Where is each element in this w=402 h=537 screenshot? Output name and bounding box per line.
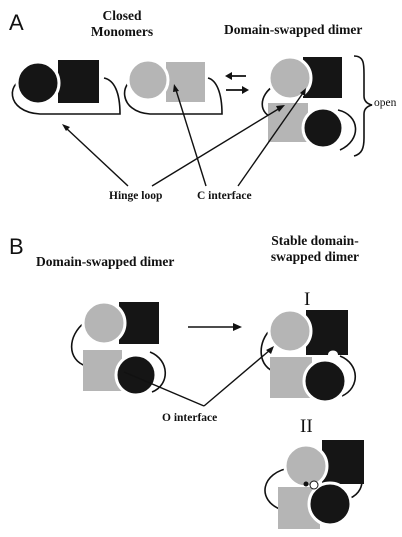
dark-square-domain <box>58 60 99 103</box>
transition-arrow <box>188 323 242 331</box>
dark-circle-domain <box>15 60 61 106</box>
dark-circle-domain <box>307 481 353 527</box>
light-square-domain <box>270 357 312 398</box>
domain-swapped-dimer-a <box>261 55 357 151</box>
light-square-domain <box>166 62 205 102</box>
hinge-loop-label: Hinge loop <box>109 190 163 202</box>
panel-a-letter: A <box>9 10 24 35</box>
pointer-lines-b <box>123 346 274 407</box>
pointer-lines-a <box>62 84 306 187</box>
light-circle-domain <box>126 58 170 102</box>
domain-swapped-dimer-b-label: Domain-swapped dimer <box>36 254 175 269</box>
dark-square-domain <box>322 440 364 484</box>
domain-swapped-dimer-b <box>70 300 166 397</box>
stable-dimer-one <box>260 308 356 404</box>
closed-monomer-dark <box>11 60 121 115</box>
closed-monomer-light <box>123 58 223 115</box>
c-interface-label: C interface <box>197 190 252 202</box>
domain-swapped-dimer-label: Domain-swapped dimer <box>224 22 363 37</box>
open-label: open <box>374 97 397 109</box>
dark-circle-domain <box>302 358 348 404</box>
open-brace <box>353 55 373 157</box>
stable-dimer-label: Stable domain- swapped dimer <box>270 233 360 264</box>
interface-knob <box>309 480 319 490</box>
numeral-one: I <box>304 289 311 310</box>
interface-knob <box>303 481 309 487</box>
stable-dimer-two <box>264 440 364 529</box>
light-circle-domain <box>267 308 313 354</box>
o-interface-label: O interface <box>162 412 218 424</box>
panel-b-letter: B <box>9 234 24 259</box>
equilibrium-arrows <box>225 72 249 94</box>
light-circle-domain <box>267 55 313 101</box>
closed-monomers-label: Closed Monomers <box>90 8 154 39</box>
dark-circle-domain <box>301 106 345 150</box>
dark-square-domain <box>306 310 348 355</box>
numeral-two: II <box>300 416 313 437</box>
light-square-domain <box>268 103 308 142</box>
dark-circle-domain <box>114 353 158 397</box>
light-circle-domain <box>81 300 127 346</box>
light-circle-domain <box>283 443 329 489</box>
